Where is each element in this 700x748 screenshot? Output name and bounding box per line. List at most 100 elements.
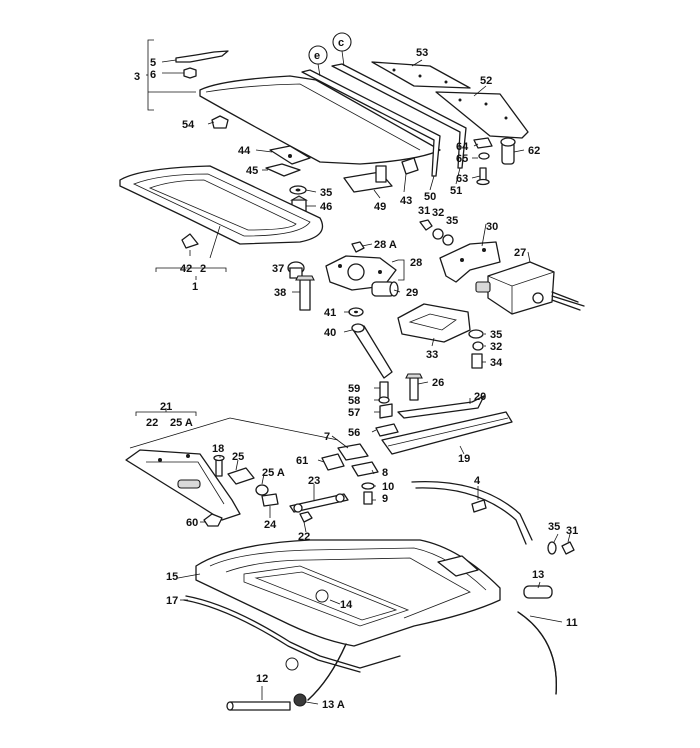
- label-26: 26: [432, 377, 444, 389]
- bolt-34: [471, 353, 483, 369]
- washer-35-top: [289, 185, 307, 195]
- label-14: 14: [340, 599, 353, 611]
- label-30: 30: [486, 221, 498, 233]
- label-28a: 28 A: [374, 239, 397, 251]
- motor-27: [475, 261, 585, 315]
- rail-20: [397, 395, 485, 419]
- label-17: 17: [166, 595, 178, 607]
- label-64: 64: [456, 141, 469, 153]
- washer-35-right: [547, 541, 557, 555]
- bracket-30: [439, 241, 501, 283]
- label-40: 40: [324, 327, 336, 339]
- label-53: 53: [416, 47, 428, 59]
- label-63: 63: [456, 173, 468, 185]
- label-2: 2: [200, 263, 206, 275]
- washer-10: [361, 482, 375, 490]
- bushing-24: [261, 493, 279, 507]
- label-8: 8: [382, 467, 388, 479]
- circle-mark-c-text: c: [338, 37, 344, 49]
- leader-lines: [177, 59, 571, 705]
- circle-mark-e: e: [308, 45, 328, 77]
- label-34: 34: [490, 357, 503, 369]
- clip-54: [211, 115, 229, 129]
- cable-4: [411, 480, 533, 545]
- label-10: 10: [382, 481, 394, 493]
- clip-60: [203, 513, 223, 527]
- label-35-a: 35: [320, 187, 332, 199]
- label-50: 50: [424, 191, 436, 203]
- nut-6: [183, 67, 197, 79]
- plug-13: [523, 585, 553, 599]
- seal-17: [183, 595, 401, 673]
- label-54: 54: [182, 119, 195, 131]
- lever-8: [351, 461, 379, 477]
- label-38: 38: [274, 287, 286, 299]
- label-15: 15: [166, 571, 178, 583]
- nut-31-top: [419, 219, 433, 231]
- roof-frame-15: [195, 539, 501, 647]
- bracket-45: [265, 163, 301, 177]
- rail-19: [381, 411, 513, 455]
- label-25: 25: [232, 451, 244, 463]
- washer-64: [473, 137, 493, 149]
- group-21-bracket: [135, 408, 197, 416]
- label-35-c: 35: [490, 329, 502, 341]
- label-24: 24: [264, 519, 277, 531]
- slider-56: [375, 423, 399, 437]
- plate-61: [321, 453, 345, 471]
- clip-25a: [255, 484, 269, 496]
- label-22-a: 22: [146, 417, 158, 429]
- hose-12: [226, 701, 291, 711]
- group-1-bracket: [155, 225, 227, 280]
- callout-labels: 3 5 6 53 52 54 44 45 64 65 62 63 35 46 4…: [134, 47, 578, 711]
- label-23: 23: [308, 475, 320, 487]
- label-62: 62: [528, 145, 540, 157]
- lever-49: [343, 165, 393, 193]
- circle-mark-e-text: e: [314, 50, 320, 62]
- bracket-44: [269, 145, 311, 165]
- nut-31-right: [561, 541, 575, 555]
- roof-panel: [199, 75, 441, 165]
- bracket-7: [337, 443, 369, 461]
- bolt-26: [405, 373, 423, 401]
- label-18: 18: [212, 443, 224, 455]
- screw-18: [213, 454, 225, 477]
- label-46: 46: [320, 201, 332, 213]
- link-23: [289, 493, 349, 513]
- circle-mark-c-lower: [285, 657, 299, 671]
- label-57: 57: [348, 407, 360, 419]
- glass-panel: [119, 165, 324, 245]
- bushing-29: [371, 281, 399, 297]
- seal-strip-50: [301, 69, 441, 177]
- bushing-62: [500, 137, 516, 165]
- pin-63: [476, 167, 490, 186]
- circle-mark-e-lower: [315, 589, 329, 603]
- label-25a-a: 25 A: [170, 417, 193, 429]
- label-29: 29: [406, 287, 418, 299]
- label-59: 59: [348, 383, 360, 395]
- guide-rail-53: [371, 61, 471, 89]
- label-1: 1: [192, 281, 198, 293]
- bolt-38: [295, 275, 315, 311]
- label-13a: 13 A: [322, 699, 345, 711]
- label-12: 12: [256, 673, 268, 685]
- nut-22: [299, 511, 313, 523]
- washer-35-mid: [442, 234, 454, 246]
- washer-35-low: [468, 329, 484, 339]
- circle-mark-c: c: [332, 32, 352, 67]
- washer-41: [348, 307, 364, 317]
- label-56: 56: [348, 427, 360, 439]
- label-35-d: 35: [548, 521, 560, 533]
- screw-59: [379, 381, 389, 399]
- clip-42: [181, 233, 199, 249]
- label-37: 37: [272, 263, 284, 275]
- plate-33: [397, 303, 471, 343]
- crank-40: [351, 323, 393, 379]
- seal-strip-51: [331, 63, 467, 169]
- label-45: 45: [246, 165, 258, 177]
- label-58: 58: [348, 395, 360, 407]
- label-65: 65: [456, 153, 468, 165]
- washer-58: [378, 396, 390, 404]
- headliner-sheet: [129, 417, 339, 449]
